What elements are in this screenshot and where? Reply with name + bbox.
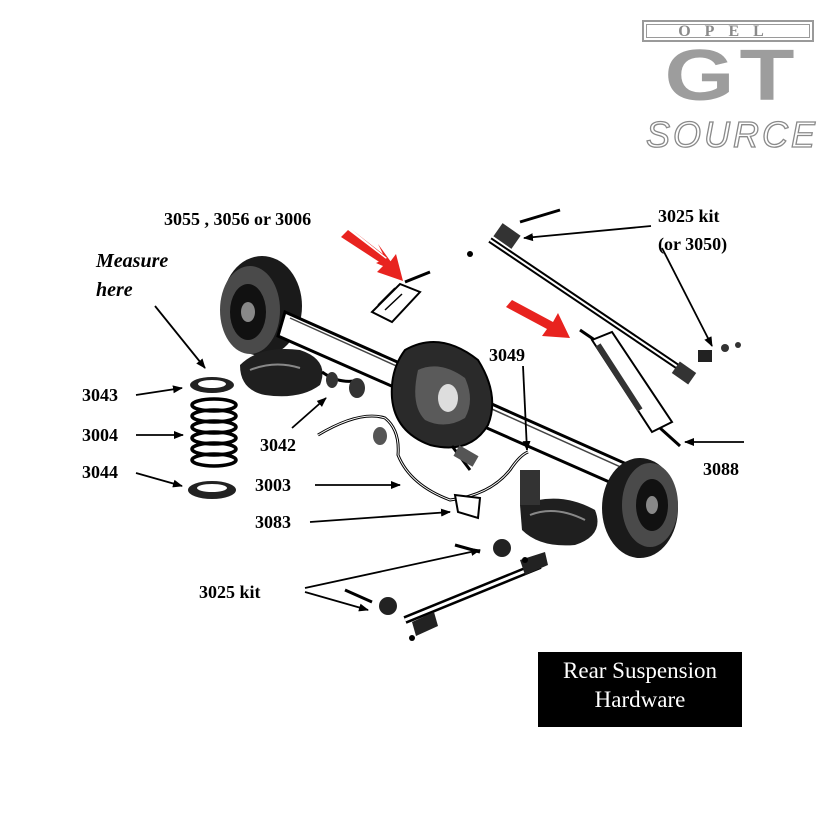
opel-gt-source-logo: OPEL GT SOURCE — [628, 18, 828, 158]
label-3088: 3088 — [703, 459, 739, 479]
left-spring-seat — [240, 349, 365, 398]
label-here: here — [96, 279, 133, 301]
label-or-3050: (or 3050) — [658, 234, 728, 254]
leader-lines — [135, 225, 744, 612]
lower-control-arm — [344, 539, 548, 641]
label-3004: 3004 — [82, 425, 118, 445]
label-3055-3056-3006: 3055 , 3056 or 3006 — [164, 209, 312, 229]
caption-line-2: Hardware — [594, 687, 686, 712]
label-3042: 3042 — [260, 435, 296, 455]
logo-gt-text: GT — [664, 36, 800, 116]
label-measure: Measure — [96, 250, 169, 272]
right-spring-seat — [520, 470, 598, 546]
highlight-arrows — [341, 229, 570, 338]
label-3003: 3003 — [255, 475, 291, 495]
label-3043: 3043 — [82, 385, 118, 405]
caption-line-1: Rear Suspension — [563, 658, 717, 683]
right-brake-drum — [602, 458, 678, 558]
label-3025-kit-bottom: 3025 kit — [199, 582, 261, 602]
logo-source-text: SOURCE — [645, 114, 819, 155]
coil-spring-parts — [188, 377, 238, 499]
bump-stop — [370, 270, 431, 324]
label-3083: 3083 — [255, 512, 291, 532]
panhard-rod — [467, 208, 741, 385]
label-3044: 3044 — [82, 462, 118, 482]
label-3025-kit-top: 3025 kit — [658, 206, 720, 226]
caption-box: Rear Suspension Hardware — [538, 652, 742, 727]
axle-housing — [276, 309, 642, 495]
opel-badge: OPEL — [642, 20, 814, 42]
red-arrow-shock — [506, 300, 570, 338]
label-3049: 3049 — [489, 345, 525, 365]
shock-absorber — [579, 328, 682, 448]
